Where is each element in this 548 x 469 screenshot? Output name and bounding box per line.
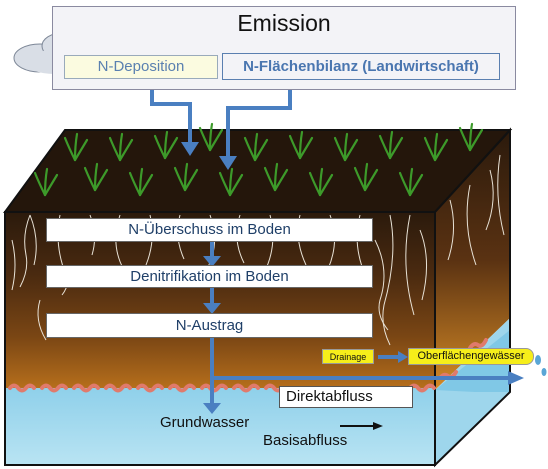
ueberschuss-box: N-Überschuss im Boden [46,218,373,242]
emission-title: Emission [237,10,331,36]
flaechenbilanz-label: N-Flächenbilanz (Landwirtschaft) [222,53,500,80]
denitrifikation-box: Denitrifikation im Boden [46,265,373,288]
flow-arrows [150,79,510,405]
basisabfluss-arrow [340,422,383,430]
soil-top-face [5,130,510,212]
block-outline [3,127,513,468]
austrag-box: N-Austrag [46,313,373,338]
soil-side-face [435,130,510,390]
grundwasser-label: Grundwasser [160,414,250,431]
bilanz-arrow [226,80,292,160]
basisabfluss-label: Basisabfluss [263,432,348,449]
earthworms [8,338,488,393]
water-drops-icon [535,355,547,376]
drainage-label: Drainage [322,349,374,364]
direktabfluss-label: Direktabfluss [279,386,413,408]
deposition-arrow [150,79,192,145]
deposition-label: N-Deposition [64,55,218,79]
grass-tufts [33,122,484,197]
arrow-heads [181,142,524,414]
oberflaechengewaesser-label: Oberflächengewässer [408,348,534,365]
